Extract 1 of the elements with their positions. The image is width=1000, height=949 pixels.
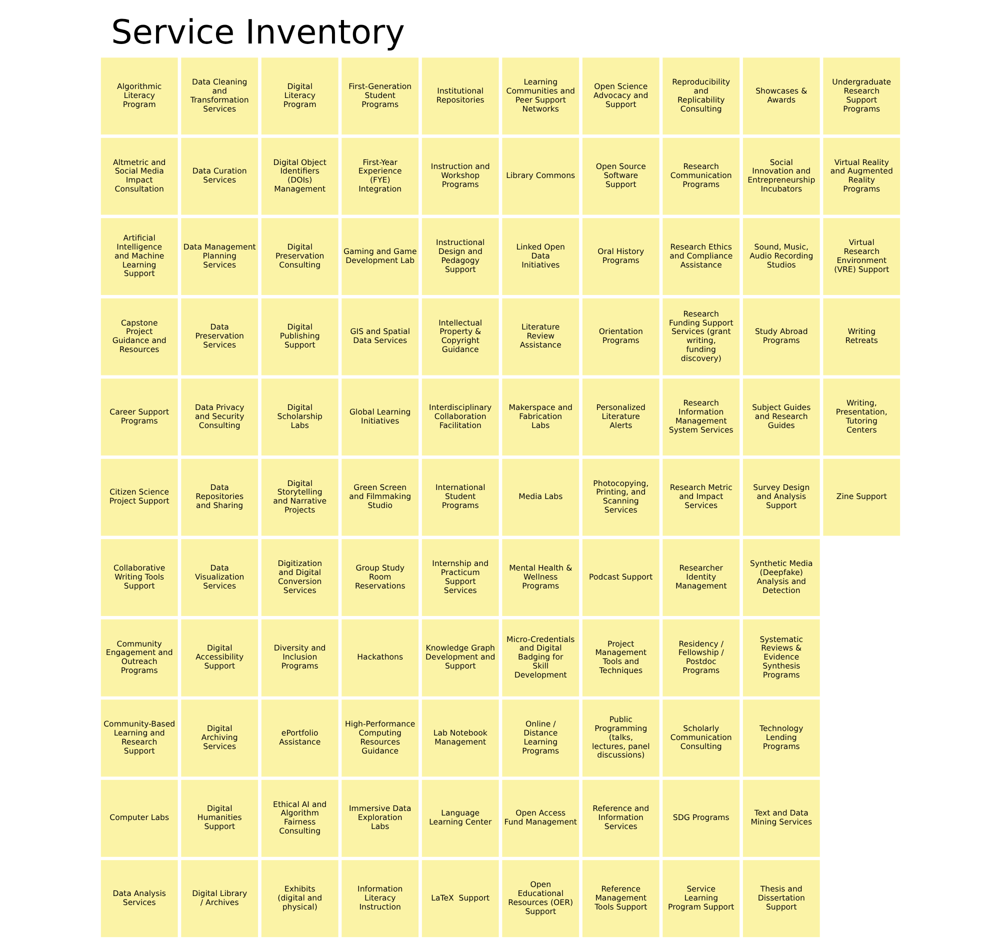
diagram-title: Service Inventory xyxy=(110,12,404,52)
